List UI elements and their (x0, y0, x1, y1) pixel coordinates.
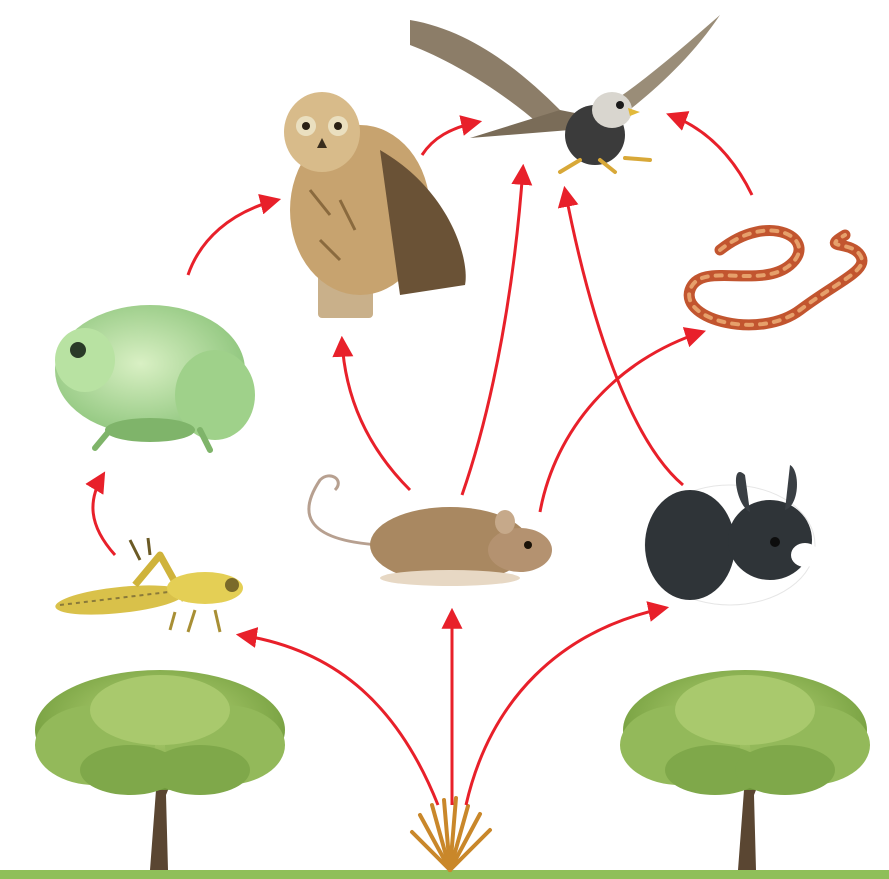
snake-icon (689, 231, 862, 325)
grass-icon (412, 798, 490, 870)
tree-right (620, 670, 870, 870)
arrow-frog-to-owl (188, 200, 277, 275)
arrow-mouse-to-snake (540, 332, 702, 512)
hawk-icon (410, 15, 720, 172)
owl-icon (284, 92, 466, 318)
arrow-rabbit-to-hawk (565, 190, 683, 485)
ground-strip (0, 870, 889, 879)
arrow-grasshopper-to-frog (93, 475, 115, 555)
rabbit-icon (645, 465, 819, 605)
tree-left (35, 670, 285, 870)
tree-icon (35, 670, 285, 795)
arrow-owl-to-hawk (422, 122, 478, 155)
frog-icon (55, 305, 255, 450)
arrow-mouse-to-owl (342, 340, 410, 490)
mouse-icon (309, 476, 552, 586)
grasshopper-icon (54, 538, 243, 632)
tree-icon (620, 670, 870, 795)
arrow-mouse-to-hawk (462, 168, 523, 495)
arrow-snake-to-hawk (670, 115, 752, 195)
